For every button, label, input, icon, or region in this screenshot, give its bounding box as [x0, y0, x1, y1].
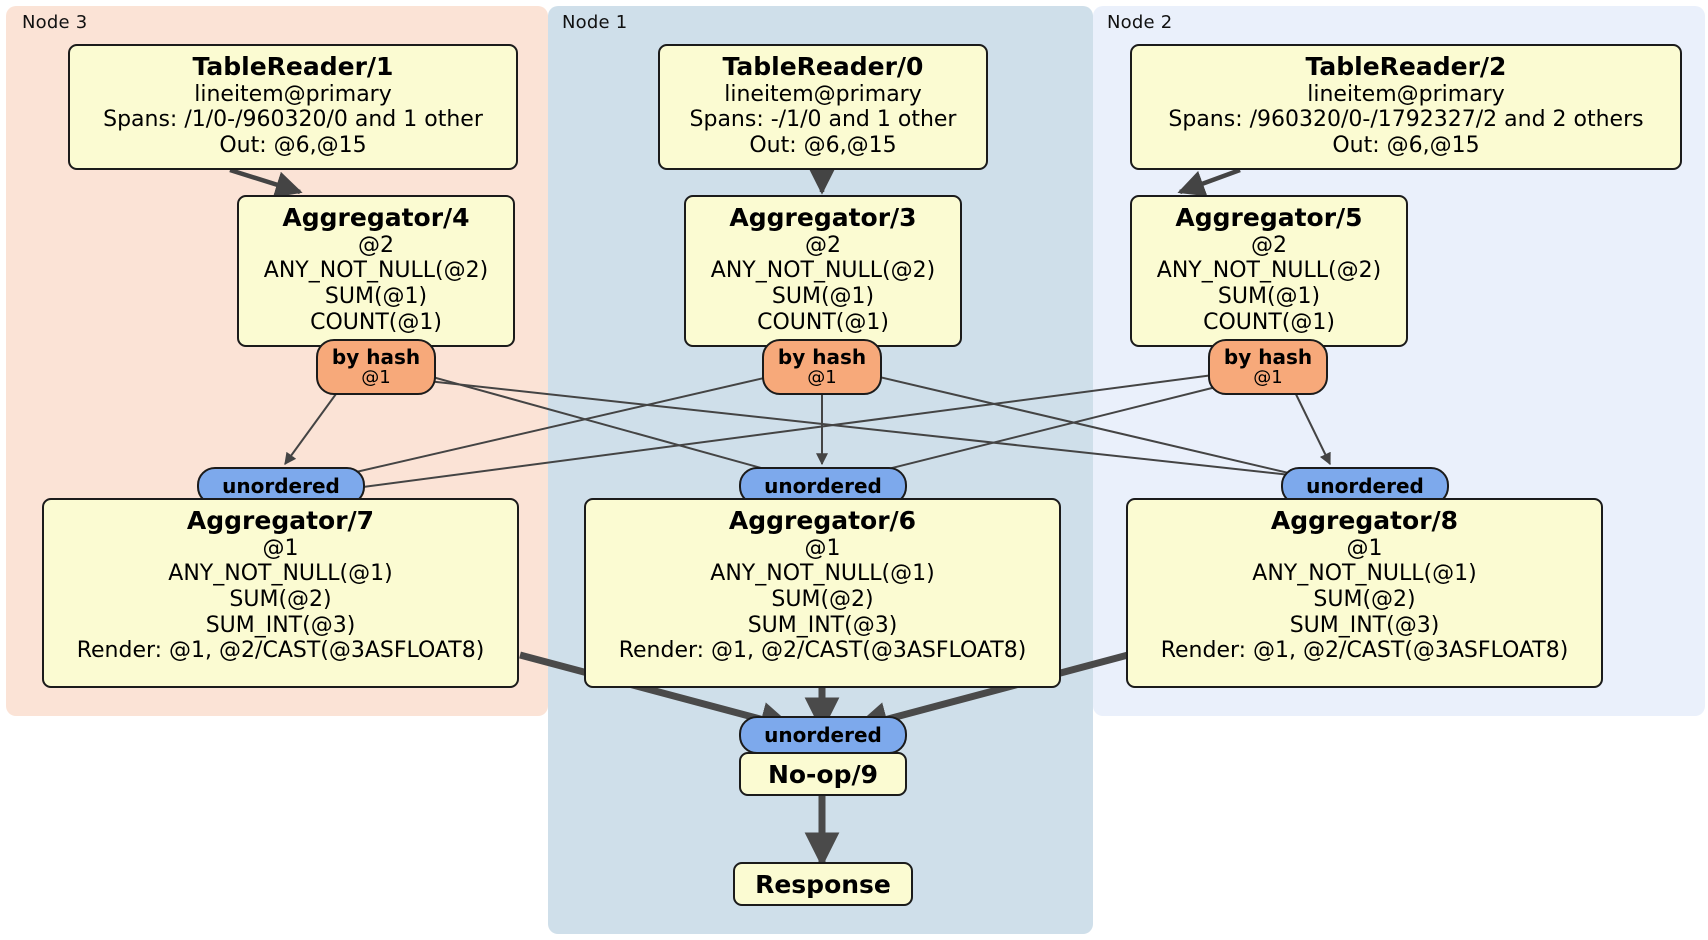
processor-line: lineitem@primary [724, 81, 922, 107]
processor-title: Aggregator/6 [728, 506, 917, 535]
router-by-hash-left[interactable]: by hash @1 [316, 339, 436, 395]
processor-title: TableReader/2 [1305, 52, 1507, 81]
synchronizer-unordered-final[interactable]: unordered [739, 716, 907, 754]
processor-line: SUM_INT(@3) [747, 612, 898, 638]
processor-title: No-op/9 [767, 759, 879, 789]
processor-title: TableReader/1 [192, 52, 394, 81]
processor-line: COUNT(@1) [1203, 309, 1335, 335]
processor-line: SUM(@1) [324, 283, 428, 309]
processor-title: Aggregator/4 [282, 203, 470, 232]
router-key: @1 [1253, 367, 1283, 389]
processor-line: ANY_NOT_NULL(@2) [1156, 258, 1382, 284]
processor-table-reader-0[interactable]: TableReader/0 lineitem@primary Spans: -/… [658, 44, 988, 170]
processor-line: @2 [358, 232, 394, 258]
processor-response[interactable]: Response [733, 862, 913, 906]
processor-line: lineitem@primary [1307, 81, 1505, 107]
processor-table-reader-1[interactable]: TableReader/1 lineitem@primary Spans: /1… [68, 44, 518, 170]
router-label: by hash [331, 345, 421, 370]
processor-line: lineitem@primary [194, 81, 392, 107]
router-by-hash-center[interactable]: by hash @1 [762, 339, 882, 395]
processor-aggregator-8[interactable]: Aggregator/8 @1 ANY_NOT_NULL(@1) SUM(@2)… [1126, 498, 1603, 688]
processor-line: Out: @6,@15 [1332, 132, 1480, 158]
processor-line: SUM(@2) [1313, 586, 1416, 612]
processor-line: @1 [262, 535, 299, 561]
processor-aggregator-3[interactable]: Aggregator/3 @2 ANY_NOT_NULL(@2) SUM(@1)… [684, 195, 962, 347]
processor-line: @2 [805, 232, 841, 258]
processor-line: SUM(@2) [229, 586, 332, 612]
node-label-node2: Node 2 [1107, 12, 1173, 33]
router-label: by hash [1223, 345, 1313, 370]
processor-line: SUM(@2) [771, 586, 874, 612]
processor-line: Spans: /1/0-/960320/0 and 1 other [103, 107, 483, 133]
processor-title: Aggregator/8 [1270, 506, 1459, 535]
router-key: @1 [361, 367, 391, 389]
processor-line: ANY_NOT_NULL(@2) [710, 258, 936, 284]
node-label-node1: Node 1 [562, 12, 628, 33]
router-label: by hash [777, 345, 867, 370]
processor-line: Render: @1, @2/CAST(@3ASFLOAT8) [618, 638, 1027, 664]
processor-line: Spans: /960320/0-/1792327/2 and 2 others [1168, 107, 1644, 133]
synchronizer-label: unordered [222, 474, 340, 498]
processor-no-op-9[interactable]: No-op/9 [739, 752, 907, 796]
processor-line: ANY_NOT_NULL(@1) [168, 561, 393, 587]
processor-line: Out: @6,@15 [749, 132, 897, 158]
processor-title: Aggregator/3 [729, 203, 917, 232]
processor-aggregator-4[interactable]: Aggregator/4 @2 ANY_NOT_NULL(@2) SUM(@1)… [237, 195, 515, 347]
processor-title: Aggregator/5 [1175, 203, 1363, 232]
processor-aggregator-5[interactable]: Aggregator/5 @2 ANY_NOT_NULL(@2) SUM(@1)… [1130, 195, 1408, 347]
processor-line: COUNT(@1) [757, 309, 889, 335]
processor-line: SUM(@1) [1217, 283, 1321, 309]
router-key: @1 [807, 367, 837, 389]
processor-title: Response [755, 869, 891, 899]
processor-line: Out: @6,@15 [219, 132, 367, 158]
synchronizer-label: unordered [1306, 474, 1424, 498]
processor-line: COUNT(@1) [310, 309, 442, 335]
processor-line: SUM(@1) [771, 283, 875, 309]
synchronizer-label: unordered [764, 723, 882, 747]
processor-line: ANY_NOT_NULL(@2) [263, 258, 489, 284]
processor-line: ANY_NOT_NULL(@1) [710, 561, 935, 587]
processor-line: Render: @1, @2/CAST(@3ASFLOAT8) [76, 638, 485, 664]
processor-line: @2 [1251, 232, 1287, 258]
processor-line: SUM_INT(@3) [205, 612, 356, 638]
processor-line: @1 [1346, 535, 1383, 561]
processor-line: SUM_INT(@3) [1289, 612, 1440, 638]
processor-table-reader-2[interactable]: TableReader/2 lineitem@primary Spans: /9… [1130, 44, 1682, 170]
processor-line: Spans: -/1/0 and 1 other [689, 107, 957, 133]
processor-line: Render: @1, @2/CAST(@3ASFLOAT8) [1160, 638, 1569, 664]
processor-title: Aggregator/7 [186, 506, 375, 535]
processor-title: TableReader/0 [722, 52, 924, 81]
processor-aggregator-6[interactable]: Aggregator/6 @1 ANY_NOT_NULL(@1) SUM(@2)… [584, 498, 1061, 688]
synchronizer-label: unordered [764, 474, 882, 498]
router-by-hash-right[interactable]: by hash @1 [1208, 339, 1328, 395]
node-label-node3: Node 3 [22, 12, 88, 33]
processor-line: ANY_NOT_NULL(@1) [1252, 561, 1477, 587]
processor-line: @1 [804, 535, 841, 561]
processor-aggregator-7[interactable]: Aggregator/7 @1 ANY_NOT_NULL(@1) SUM(@2)… [42, 498, 519, 688]
